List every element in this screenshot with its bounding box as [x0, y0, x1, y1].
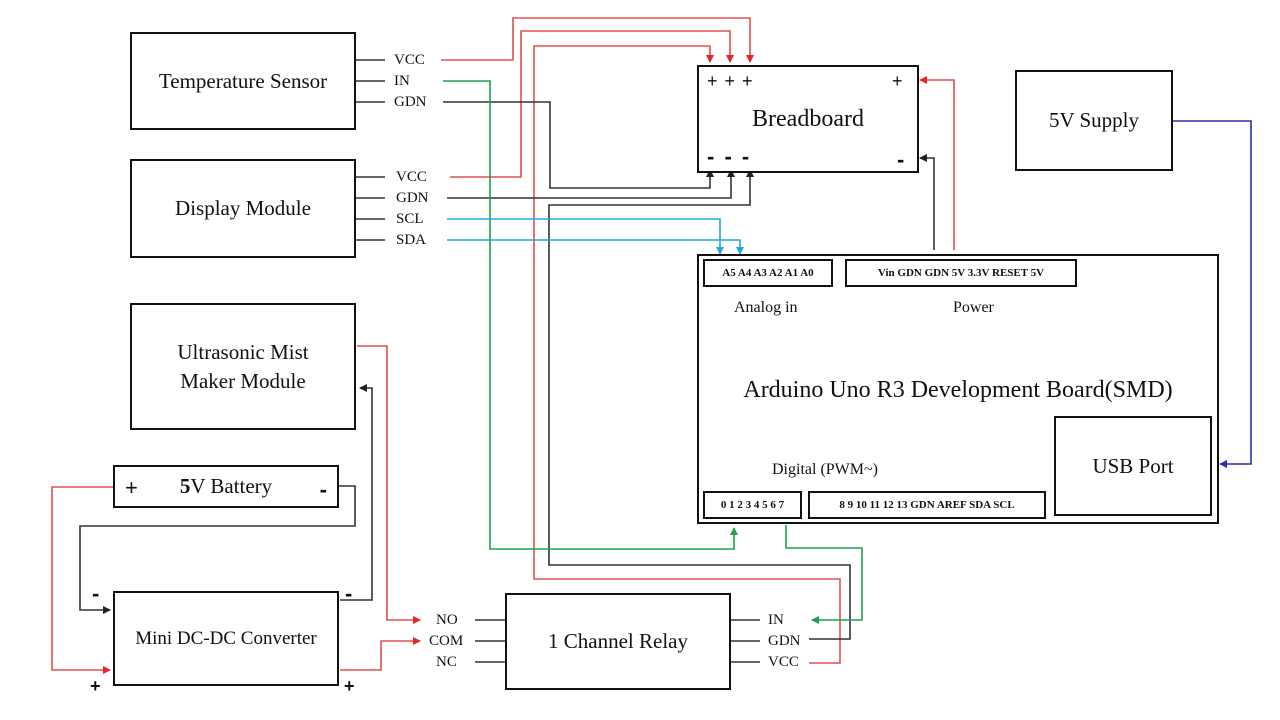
- battery-block: + 5V Battery -: [113, 465, 339, 508]
- relay-pin-vcc: VCC: [768, 654, 799, 670]
- temp-pin-vcc: VCC: [394, 52, 425, 68]
- wire-scl: [447, 218, 724, 255]
- dcdc-plus-right: +: [344, 676, 355, 696]
- wire-display-vcc: [450, 30, 734, 178]
- usb-port: USB Port: [1054, 416, 1212, 516]
- dcdc-minus-right: -: [345, 581, 353, 606]
- wire-supply-usb: [1172, 120, 1252, 468]
- power-pin-header: Vin GDN GDN 5V 3.3V RESET 5V: [845, 259, 1077, 287]
- mist-maker-block: Ultrasonic Mist Maker Module: [130, 303, 356, 430]
- wire-battery-minus: [79, 485, 356, 614]
- wire-mist-to-no: [357, 345, 421, 624]
- dcdc-converter-block: Mini DC-DC Converter: [113, 591, 339, 686]
- wire-relay-vcc: [533, 45, 841, 664]
- breadboard-block: Breadboard: [697, 65, 919, 173]
- relay-pin-com: COM: [429, 633, 464, 649]
- breadboard-title: Breadboard: [752, 105, 864, 132]
- dcdc-plus-left: +: [90, 676, 101, 696]
- relay-pin-no: NO: [436, 612, 458, 628]
- breadboard-minus-rail: - - -: [707, 144, 752, 169]
- relay-pin-in: IN: [768, 612, 784, 628]
- breadboard-minus-right: -: [897, 147, 905, 172]
- temp-pin-gnd: GDN: [394, 94, 427, 110]
- relay-title: 1 Channel Relay: [548, 629, 688, 653]
- relay-pin-gnd: GDN: [768, 633, 801, 649]
- arduino-title: Arduino Uno R3 Development Board(SMD): [743, 377, 1173, 403]
- digital-label: Digital (PWM~): [772, 461, 878, 478]
- temperature-sensor-block: Temperature Sensor: [130, 32, 356, 130]
- battery-plus-sign: +: [125, 475, 138, 500]
- mist-maker-title-line2: Maker Module: [180, 368, 306, 393]
- breadboard-plus-rail: + + +: [707, 71, 754, 91]
- display-pin-vcc: VCC: [396, 169, 427, 185]
- wire-temp-vcc: [441, 17, 754, 63]
- wire-temp-in: [443, 80, 738, 550]
- dcdc-title: Mini DC-DC Converter: [135, 628, 317, 649]
- mist-maker-title-line1: Ultrasonic Mist: [177, 339, 309, 364]
- dcdc-minus-left: -: [92, 581, 100, 606]
- temp-pin-in: IN: [394, 73, 410, 89]
- wire-digital-to-relay-in: [785, 525, 863, 624]
- usb-port-label: USB Port: [1092, 453, 1174, 478]
- wire-dcdc-to-com: [340, 637, 421, 671]
- analog-pin-header: A5 A4 A3 A2 A1 A0: [703, 259, 833, 287]
- relay-pin-nc: NC: [436, 654, 457, 670]
- breadboard-plus-right: +: [892, 71, 903, 91]
- supply-block: 5V Supply: [1015, 70, 1173, 171]
- wire-display-gnd: [447, 169, 735, 199]
- wire-power-5v: [919, 76, 955, 250]
- display-module-title: Display Module: [175, 196, 311, 220]
- battery-title: 5V Battery: [179, 474, 273, 498]
- power-label: Power: [953, 299, 994, 316]
- digital-pin-header-low: 0 1 2 3 4 5 6 7: [703, 491, 802, 519]
- temperature-sensor-title: Temperature Sensor: [158, 68, 328, 93]
- wire-relay-gnd: [548, 169, 851, 640]
- pin-stubs: [355, 59, 760, 663]
- battery-minus-sign: -: [319, 477, 327, 502]
- wire-sda: [447, 239, 744, 255]
- display-module-block: Display Module: [130, 159, 356, 258]
- analog-label: Analog in: [734, 299, 798, 316]
- wire-temp-gnd: [443, 101, 714, 189]
- wire-battery-plus: [51, 486, 114, 674]
- display-pin-scl: SCL: [396, 211, 424, 227]
- wire-dcdc-minus-to-mist: [340, 384, 373, 601]
- supply-title: 5V Supply: [1048, 108, 1140, 132]
- digital-pin-header-high: 8 9 10 11 12 13 GDN AREF SDA SCL: [808, 491, 1046, 519]
- relay-block: 1 Channel Relay: [505, 593, 731, 690]
- display-pin-gnd: GDN: [396, 190, 429, 206]
- wire-power-gnd: [919, 154, 935, 250]
- display-pin-sda: SDA: [396, 232, 427, 248]
